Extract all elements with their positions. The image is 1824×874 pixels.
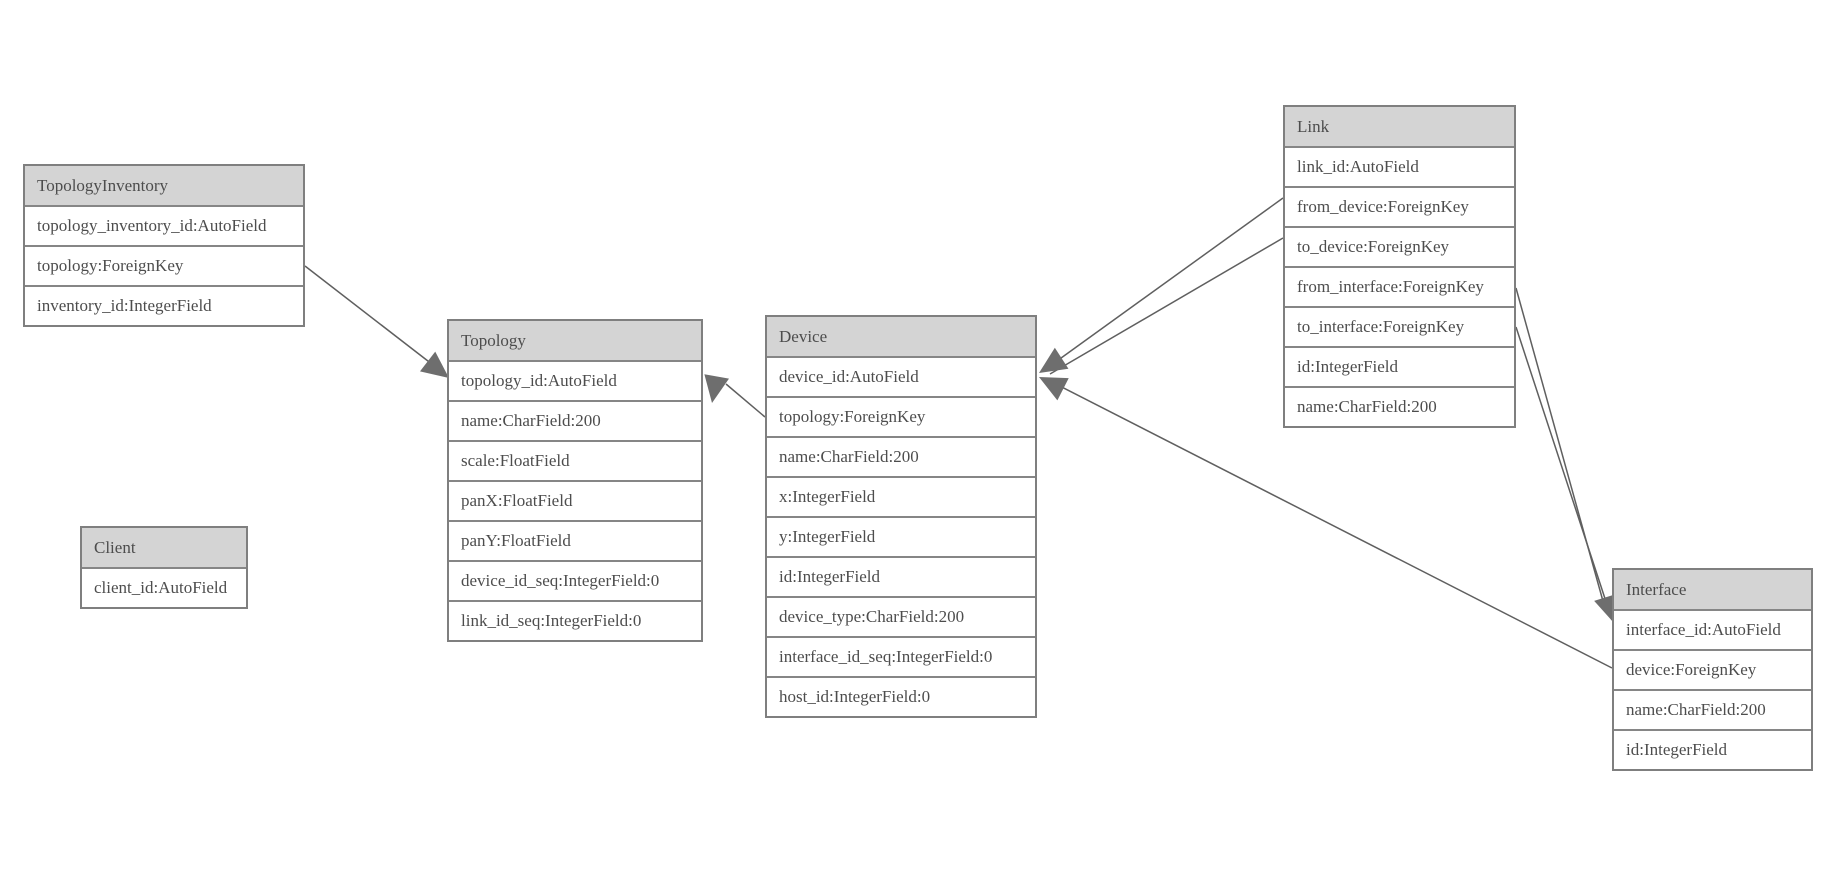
entity-field-row: inventory_id:IntegerField bbox=[25, 285, 303, 325]
entity-field-row: device_id:AutoField bbox=[767, 356, 1035, 396]
entity-header-client: Client bbox=[82, 528, 246, 567]
entity-header-link: Link bbox=[1285, 107, 1514, 146]
entity-field-row: id:IntegerField bbox=[1285, 346, 1514, 386]
entity-field-row: from_device:ForeignKey bbox=[1285, 186, 1514, 226]
entity-header-device: Device bbox=[767, 317, 1035, 356]
entity-field-row: interface_id_seq:IntegerField:0 bbox=[767, 636, 1035, 676]
entity-field-row: panY:FloatField bbox=[449, 520, 701, 560]
entity-field-row: x:IntegerField bbox=[767, 476, 1035, 516]
entity-field-row: name:CharField:200 bbox=[767, 436, 1035, 476]
entity-field-row: y:IntegerField bbox=[767, 516, 1035, 556]
entity-field-row: host_id:IntegerField:0 bbox=[767, 676, 1035, 716]
entity-field-row: link_id_seq:IntegerField:0 bbox=[449, 600, 701, 640]
entity-field-row: topology_inventory_id:AutoField bbox=[25, 205, 303, 245]
entity-header-interface: Interface bbox=[1614, 570, 1811, 609]
entity-header-topology: Topology bbox=[449, 321, 701, 360]
entity-field-row: to_interface:ForeignKey bbox=[1285, 306, 1514, 346]
entity-header-topologyinventory: TopologyInventory bbox=[25, 166, 303, 205]
entity-field-row: device_id_seq:IntegerField:0 bbox=[449, 560, 701, 600]
entity-field-row: interface_id:AutoField bbox=[1614, 609, 1811, 649]
entity-field-row: device_type:CharField:200 bbox=[767, 596, 1035, 636]
entity-field-row: client_id:AutoField bbox=[82, 567, 246, 607]
entity-field-row: topology:ForeignKey bbox=[767, 396, 1035, 436]
entity-field-row: panX:FloatField bbox=[449, 480, 701, 520]
entity-field-row: scale:FloatField bbox=[449, 440, 701, 480]
entity-field-row: id:IntegerField bbox=[1614, 729, 1811, 769]
entity-field-row: topology:ForeignKey bbox=[25, 245, 303, 285]
entity-field-row: id:IntegerField bbox=[767, 556, 1035, 596]
entity-field-row: from_interface:ForeignKey bbox=[1285, 266, 1514, 306]
entity-field-row: to_device:ForeignKey bbox=[1285, 226, 1514, 266]
entity-field-row: device:ForeignKey bbox=[1614, 649, 1811, 689]
entity-field-row: name:CharField:200 bbox=[1614, 689, 1811, 729]
entity-field-row: topology_id:AutoField bbox=[449, 360, 701, 400]
entity-field-row: name:CharField:200 bbox=[449, 400, 701, 440]
entity-field-row: link_id:AutoField bbox=[1285, 146, 1514, 186]
entity-field-row: name:CharField:200 bbox=[1285, 386, 1514, 426]
